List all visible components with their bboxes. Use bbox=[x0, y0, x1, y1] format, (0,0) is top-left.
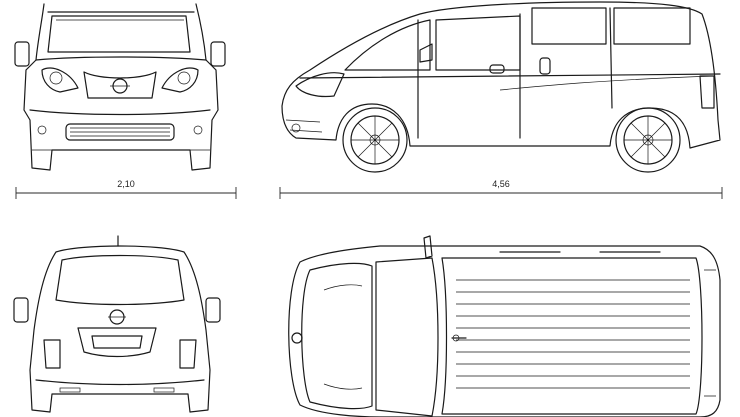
length-label: 4,56 bbox=[492, 179, 510, 189]
front-view bbox=[14, 3, 226, 171]
rear-view bbox=[13, 235, 221, 413]
side-view bbox=[281, 1, 721, 173]
top-view bbox=[288, 235, 721, 417]
width-dimension: 2,10 bbox=[15, 179, 237, 199]
width-label: 2,10 bbox=[117, 179, 135, 189]
length-dimension: 4,56 bbox=[279, 179, 723, 199]
